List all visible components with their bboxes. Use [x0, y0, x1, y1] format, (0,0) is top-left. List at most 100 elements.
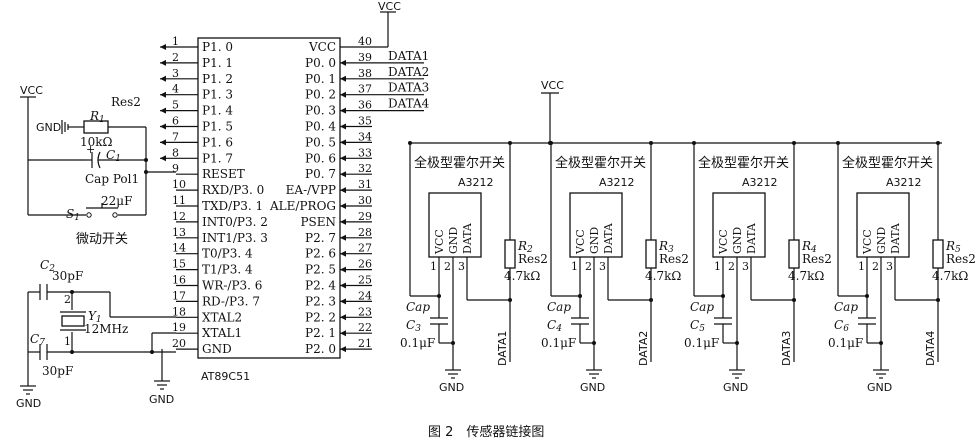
- mcu-pin-number: 30: [358, 194, 372, 207]
- mcu-pin-number: 1: [172, 35, 179, 48]
- hall-sensor-1: 全极型霍尔开关A3212VCC1GND2DATA3CapC30.1μFGNDR2…: [400, 141, 548, 394]
- mcu-pin-name: P2. 5: [305, 263, 336, 277]
- svg-text:1: 1: [430, 260, 437, 273]
- mcu-pin-name: P0. 2: [305, 88, 336, 102]
- mcu-pin-name: P2. 1: [305, 326, 336, 340]
- svg-text:1: 1: [571, 260, 578, 273]
- sensor-pin-label: DATA: [889, 222, 902, 254]
- svg-text:3: 3: [599, 260, 606, 273]
- vcc-label-reset: VCC: [20, 84, 43, 97]
- sensor-output-label: DATA4: [924, 331, 937, 366]
- mcu-pin-number: 24: [358, 289, 372, 302]
- sensor-res-ref: R5: [945, 239, 961, 255]
- mcu-pin-number: 9: [172, 162, 179, 175]
- sensor-output-label: DATA2: [637, 331, 650, 366]
- mcu-pin-name: INT0/P3. 2: [202, 215, 268, 229]
- sensor-cap-value: 0.1μF: [684, 336, 719, 350]
- mcu-pin-number: 37: [358, 83, 372, 96]
- hall-sensor-2: 全极型霍尔开关A3212VCC1GND2DATA3CapC40.1μFGNDR3…: [541, 141, 689, 394]
- mcu-pin-name: XTAL1: [202, 326, 242, 340]
- mcu-pin-number: 20: [172, 337, 186, 350]
- gnd-label-reset: GND: [36, 121, 61, 134]
- mcu-pin-number: 32: [358, 162, 372, 175]
- mcu-pin-number: 3: [172, 67, 179, 80]
- mcu-pin-number: 15: [172, 258, 186, 271]
- sensor-pullup-resistor: [932, 239, 944, 269]
- crystal-circuit: C2 30pF C7 30pF 2 1 Y1 12MHz GND: [16, 258, 176, 410]
- mcu-pin-name: TXD/P3. 1: [202, 199, 263, 213]
- mcu-pin-name: INT1/P3. 3: [202, 231, 268, 245]
- mcu-part-number: AT89C51: [201, 370, 250, 383]
- sensor-output-label: DATA1: [496, 331, 509, 366]
- mcu-pin-number: 40: [358, 35, 372, 48]
- sensor-cap-ref: C5: [690, 318, 705, 334]
- sensor-part: A3212: [458, 176, 494, 189]
- c7-ref: C7: [30, 332, 45, 348]
- mcu-pin-number: 29: [358, 210, 372, 223]
- sensor-gnd-label: GND: [580, 381, 605, 394]
- mcu-pin-name: P1. 2: [202, 72, 233, 86]
- sensor-cap-value: 0.1μF: [541, 336, 576, 350]
- sensor-pullup-resistor: [645, 239, 657, 269]
- mcu-pin-name: RD-/P3. 7: [202, 294, 260, 308]
- hall-sensor-4: 全极型霍尔开关A3212VCC1GND2DATA3CapC60.1μFGNDR5…: [828, 141, 976, 394]
- mcu-pin-name: P2. 0: [305, 342, 336, 356]
- sensor-cap-value: 0.1μF: [400, 336, 435, 350]
- mcu-pin-number: 16: [172, 274, 186, 287]
- sensor-pin-label: GND: [588, 227, 601, 254]
- mcu-pin-number: 31: [358, 178, 372, 191]
- hall-sensor-3: 全极型霍尔开关A3212VCC1GND2DATA3CapC50.1μFGNDR4…: [684, 141, 832, 394]
- mcu-pin-number: 14: [172, 242, 186, 255]
- sensor-gnd-label: GND: [439, 381, 464, 394]
- mcu-pin-name: P0. 6: [305, 151, 336, 165]
- mcu-pin-name: P1. 4: [202, 104, 233, 118]
- mcu-pin-name: P1. 3: [202, 88, 233, 102]
- mcu-pin-name: T1/P3. 4: [202, 263, 253, 277]
- mcu-pin-5: 5 P1. 4: [160, 99, 233, 118]
- sensor-res-name: Res2: [802, 252, 832, 266]
- sensor-part: A3212: [742, 176, 778, 189]
- mcu-pin-19: 19 XTAL1: [172, 321, 242, 340]
- mcu-pin-number: 5: [172, 99, 179, 112]
- sensor-res-value: 4.7kΩ: [788, 269, 824, 283]
- c7-value: 30pF: [42, 364, 73, 378]
- svg-text:3: 3: [886, 260, 893, 273]
- svg-text:1: 1: [714, 260, 721, 273]
- mcu-pin-number: 21: [358, 337, 372, 350]
- mcu-net-label: DATA4: [388, 97, 430, 111]
- r1-ref: R1: [89, 109, 105, 125]
- sensor-pin-label: DATA: [745, 222, 758, 254]
- mcu-pin-number: 38: [358, 67, 372, 80]
- mcu-pin-name: XTAL2: [202, 310, 242, 324]
- sensor-cap-name: Cap: [834, 300, 858, 314]
- sensor-res-value: 4.7kΩ: [504, 269, 540, 283]
- sensor-part: A3212: [886, 176, 922, 189]
- c1-value: 22μF: [101, 194, 132, 208]
- svg-text:2: 2: [585, 260, 592, 273]
- mcu-pin-name: T0/P3. 4: [202, 247, 253, 261]
- sensor-res-name: Res2: [518, 252, 548, 266]
- sensor-cap-ref: C6: [834, 318, 849, 334]
- sensor-ic-body: [712, 192, 766, 258]
- mcu-pin-number: 19: [172, 321, 186, 334]
- sensor-cap-name: Cap: [406, 300, 430, 314]
- mcu-pin-name: RXD/P3. 0: [202, 183, 264, 197]
- svg-text:3: 3: [742, 260, 749, 273]
- reset-circuit: VCC + C1 Cap Pol1 22μF GND Res2 R1 10kΩ: [20, 84, 176, 247]
- sensor-cap-value: 0.1μF: [828, 336, 863, 350]
- sensor-pin-label: VCC: [717, 229, 730, 255]
- mcu-body: [197, 37, 341, 359]
- svg-text:1: 1: [64, 335, 71, 348]
